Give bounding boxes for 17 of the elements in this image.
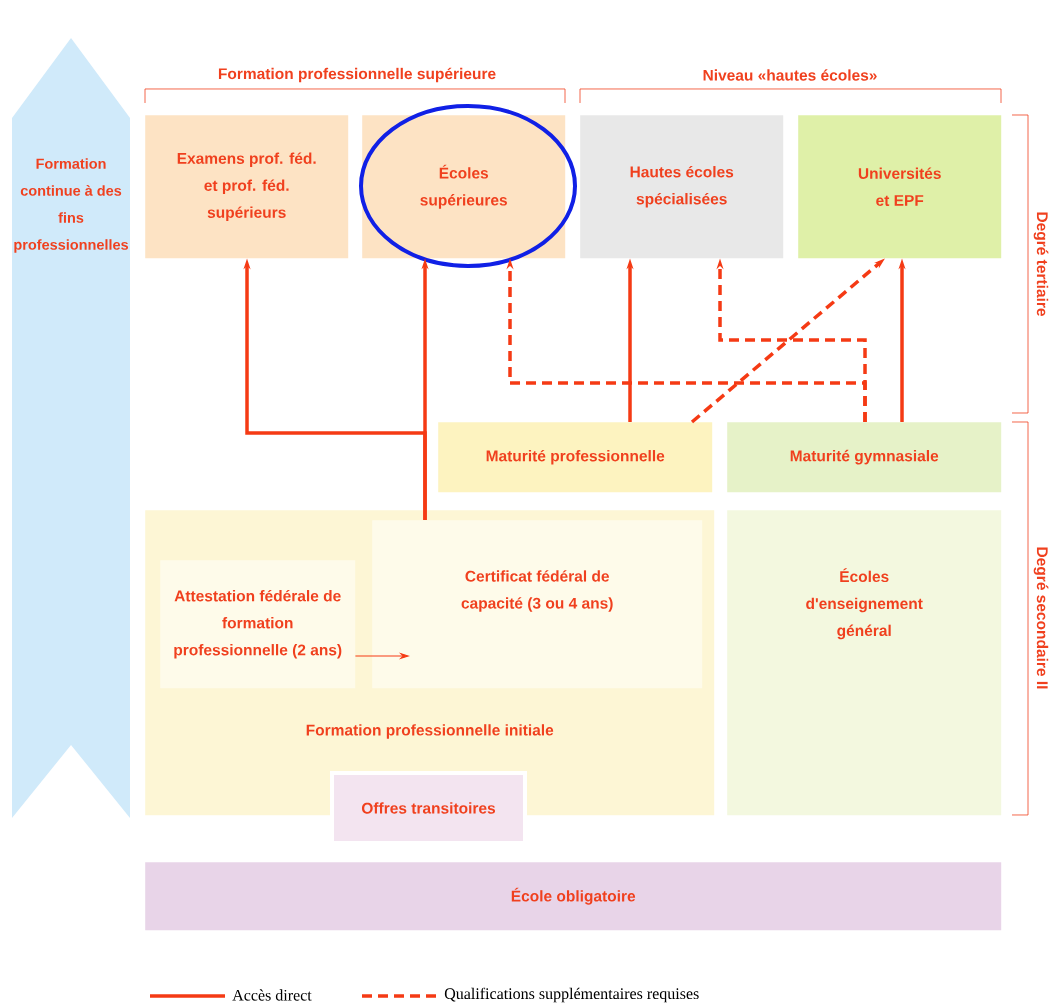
exam-box: Examens prof. féd. et prof. féd. supérieurs bbox=[145, 115, 349, 259]
maturity-box: Maturité gymnasiale bbox=[727, 422, 1002, 493]
university-box: Universités et EPF bbox=[798, 115, 1002, 259]
school-box: Hautes écoles spécialisées bbox=[580, 115, 784, 259]
legend-item: Accès direct bbox=[150, 989, 312, 1001]
group-label: Formation professionnelle supérieure bbox=[218, 67, 496, 83]
maturity-box: Maturité professionnelle bbox=[438, 422, 713, 493]
group-label: Degré tertiaire bbox=[1033, 212, 1049, 316]
school-band: École obligatoire bbox=[145, 862, 1002, 931]
group-label: Degré secondaire II bbox=[1033, 547, 1049, 689]
certificate-box: Attestation fédérale de formation professionnelle (2 ans) bbox=[160, 560, 356, 689]
group-label: Niveau «hautes écoles» bbox=[703, 69, 877, 81]
transition-box: Offres transitoires bbox=[330, 771, 527, 845]
school-box: Écoles supérieures bbox=[362, 115, 566, 259]
legend-item: Qualifications supplémentaires requises bbox=[362, 987, 699, 1003]
school-panel: Écoles d'enseignement général bbox=[727, 510, 1002, 816]
certificate-box: Certificat fédéral de capacité (3 ou 4 ans) bbox=[372, 520, 703, 689]
